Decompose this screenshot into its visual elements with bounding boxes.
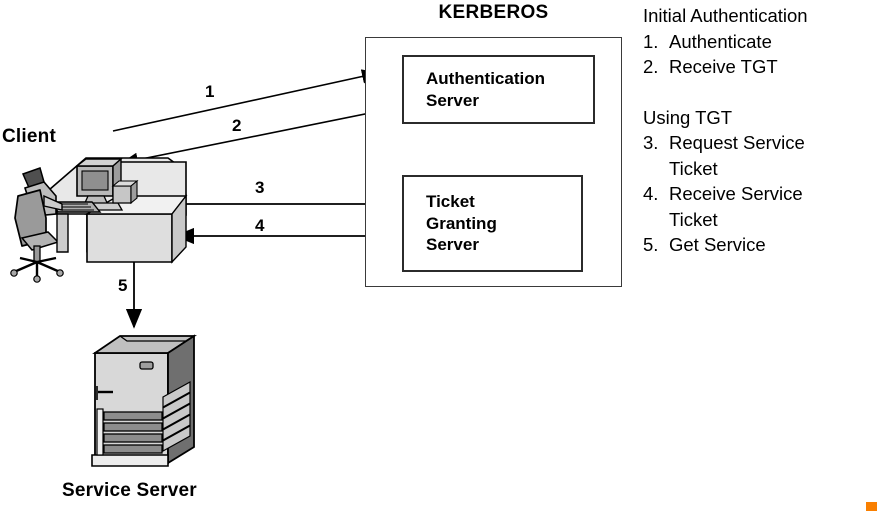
step-item-3: 3. Request Service: [643, 130, 877, 156]
steps-section-1-heading: Initial Authentication: [643, 5, 808, 26]
step-3-continuation: Ticket: [669, 157, 718, 179]
workstation-desk-icon: [10, 157, 188, 283]
arrow-label-5: 5: [118, 276, 128, 295]
arrow-label-3: 3: [255, 178, 265, 197]
steps-spacer: [643, 80, 877, 105]
arrow-label-4: 4: [255, 216, 265, 235]
ticket-granting-server-label-line2: Granting: [426, 213, 497, 233]
steps-section-2-heading: Using TGT: [643, 106, 733, 128]
step-item-4: 4. Receive Service: [643, 181, 877, 207]
service-server-label: Service Server: [62, 480, 197, 501]
arrow-label-1: 1: [205, 82, 215, 101]
ticket-granting-server-label-line1: Ticket: [426, 191, 475, 211]
ticket-granting-server-node[interactable]: Ticket Granting Server: [402, 175, 583, 272]
arrow-2: [120, 109, 386, 167]
arrow-1: [112, 69, 380, 132]
step-4-number: 4.: [643, 183, 659, 204]
step-5-text: Get Service: [669, 234, 766, 255]
step-1-number: 1.: [643, 30, 659, 52]
step-3-number: 3.: [643, 132, 659, 153]
step-2-number: 2.: [643, 56, 659, 77]
tower-server-icon: [91, 334, 198, 467]
arrow-label-2: 2: [232, 116, 242, 135]
corner-marker: [866, 502, 877, 511]
step-2-text: Receive TGT: [669, 56, 778, 77]
authentication-server-node[interactable]: Authentication Server: [402, 55, 595, 124]
authentication-server-label-line2: Server: [426, 90, 479, 110]
step-3-text: Request Service: [669, 132, 805, 153]
step-1-text: Authenticate: [669, 30, 772, 52]
steps-legend: Initial Authentication 1. Authenticate 2…: [643, 3, 877, 258]
step-4-continuation: Ticket: [669, 208, 718, 230]
authentication-server-label-line1: Authentication: [426, 68, 545, 88]
step-5-number: 5.: [643, 234, 659, 255]
step-item-1: 1. Authenticate: [643, 29, 877, 55]
step-item-5: 5. Get Service: [643, 232, 877, 258]
ticket-granting-server-label-line3: Server: [426, 235, 479, 255]
step-4-text: Receive Service: [669, 183, 803, 204]
client-label: Client: [2, 126, 56, 147]
step-item-2: 2. Receive TGT: [643, 54, 877, 80]
kerberos-title: KERBEROS: [438, 2, 549, 23]
